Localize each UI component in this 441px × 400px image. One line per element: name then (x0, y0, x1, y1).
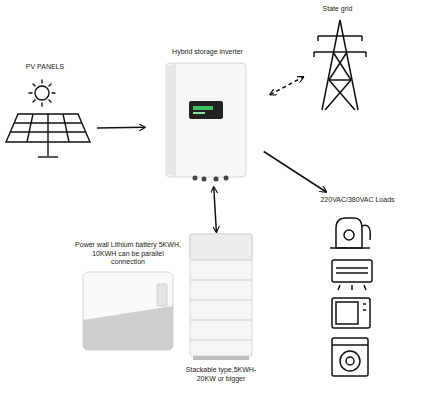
stackable-battery-illustration (190, 234, 252, 360)
pylon-icon (314, 20, 366, 110)
pv-node: PV PANELS (5, 60, 97, 160)
powerwall-node: Power wall Lithium battery 5KWH, 10KWH c… (75, 238, 181, 353)
powerwall-illustration (83, 272, 173, 350)
flow-arrow (97, 127, 145, 129)
inverter-illustration (166, 63, 246, 182)
caption-text: 220VAC/380VAC Loads (295, 196, 420, 205)
caption-text: Power wall Lithium battery 5KWH, 10KWH c… (75, 241, 181, 267)
caption-text: PV PANELS (5, 63, 85, 72)
caption-text: State grid (295, 5, 380, 14)
loads-icons (330, 218, 372, 376)
flow-arrow (264, 152, 327, 193)
flow-arrow (214, 187, 217, 232)
caption-text: Stackable type,5KWH-20KW or bigger (181, 366, 261, 383)
solar-panel-icon (6, 114, 90, 157)
grid-node: State grid (295, 2, 380, 112)
stackable-node: Stackable type,5KWH-20KW or bigger (175, 232, 267, 394)
loads-node: 220VAC/380VAC Loads (295, 192, 420, 392)
inverter-node: Hybrid storage inverter (145, 45, 270, 187)
flow-arrow (270, 77, 304, 95)
sun-icon (29, 80, 55, 106)
caption-text: Hybrid storage inverter (145, 48, 270, 57)
